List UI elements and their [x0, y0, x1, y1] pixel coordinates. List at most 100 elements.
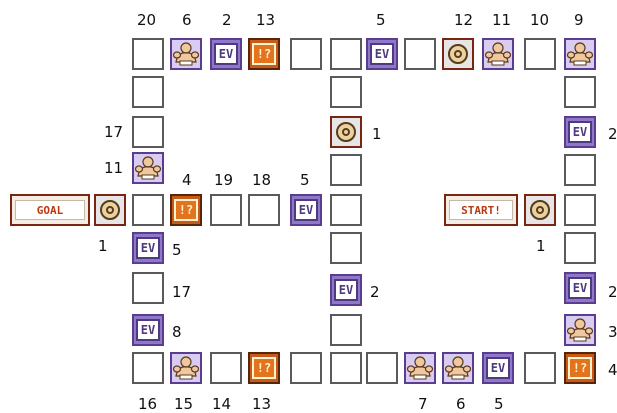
- item-tile: [442, 38, 474, 70]
- medal-icon: [530, 200, 550, 220]
- row-number: 5: [172, 242, 182, 258]
- bottom-number: 6: [456, 396, 466, 412]
- blank-tile: [330, 38, 362, 70]
- mystery-tile: !?: [564, 352, 596, 384]
- bottom-number: 16: [138, 396, 157, 412]
- event-tile: EV: [482, 352, 514, 384]
- start-label: START!: [449, 200, 513, 220]
- top-number: 2: [222, 12, 232, 28]
- blank-tile: [564, 76, 596, 108]
- blank-tile: [330, 352, 362, 384]
- blank-tile: [564, 232, 596, 264]
- bottom-number: 14: [212, 396, 231, 412]
- right-number: 2: [608, 126, 617, 142]
- wrestler-icon: [566, 40, 594, 68]
- fighter-tile: [132, 152, 164, 184]
- event-tile: EV: [290, 194, 322, 226]
- row-number: 19: [214, 172, 233, 188]
- blank-tile: [330, 154, 362, 186]
- blank-tile: [210, 194, 242, 226]
- fighter-tile: [404, 352, 436, 384]
- goal-tile: GOAL: [10, 194, 90, 226]
- wrestler-icon: [444, 354, 472, 382]
- blank-tile: [132, 194, 164, 226]
- blank-tile: [290, 38, 322, 70]
- top-number: 9: [574, 12, 584, 28]
- wrestler-icon: [484, 40, 512, 68]
- wrestler-icon: [134, 154, 162, 182]
- blank-tile: [330, 232, 362, 264]
- medal-icon: [336, 122, 356, 142]
- mystery-tile: !?: [248, 352, 280, 384]
- start-tile: START!: [444, 194, 518, 226]
- item-tile: [94, 194, 126, 226]
- event-label: EV: [136, 319, 160, 341]
- event-label: EV: [136, 237, 160, 259]
- blank-tile: [330, 76, 362, 108]
- left-number: 1: [98, 238, 108, 254]
- blank-tile: [366, 352, 398, 384]
- blank-tile: [564, 154, 596, 186]
- blank-tile: [132, 38, 164, 70]
- blank-tile: [132, 352, 164, 384]
- event-tile: EV: [330, 274, 362, 306]
- blank-tile: [524, 352, 556, 384]
- top-number: 10: [530, 12, 549, 28]
- event-tile: EV: [210, 38, 242, 70]
- fighter-tile: [482, 38, 514, 70]
- top-number: 20: [137, 12, 156, 28]
- fighter-tile: [442, 352, 474, 384]
- event-tile: EV: [132, 232, 164, 264]
- mystery-label: !?: [568, 357, 592, 379]
- right-number: 1: [536, 238, 546, 254]
- medal-icon: [448, 44, 468, 64]
- event-tile: EV: [564, 116, 596, 148]
- item-tile: [524, 194, 556, 226]
- event-tile: EV: [366, 38, 398, 70]
- event-label: EV: [568, 121, 592, 143]
- left-number: 17: [104, 124, 123, 140]
- fighter-tile: [564, 314, 596, 346]
- fighter-tile: [170, 352, 202, 384]
- fighter-tile: [170, 38, 202, 70]
- blank-tile: [404, 38, 436, 70]
- mystery-label: !?: [174, 199, 198, 221]
- wrestler-icon: [172, 354, 200, 382]
- event-label: EV: [370, 43, 394, 65]
- bottom-number: 13: [252, 396, 271, 412]
- item-tile: [330, 116, 362, 148]
- event-tile: EV: [132, 314, 164, 346]
- event-label: EV: [568, 277, 592, 299]
- mystery-label: !?: [252, 43, 276, 65]
- row-number: 5: [300, 172, 310, 188]
- wrestler-icon: [172, 40, 200, 68]
- blank-tile: [330, 314, 362, 346]
- right-number: 3: [608, 324, 617, 340]
- bottom-number: 7: [418, 396, 428, 412]
- event-label: EV: [486, 357, 510, 379]
- blank-tile: [132, 76, 164, 108]
- fighter-tile: [564, 38, 596, 70]
- event-label: EV: [214, 43, 238, 65]
- goal-label: GOAL: [15, 200, 85, 220]
- left-number: 11: [104, 160, 123, 176]
- event-label: EV: [334, 279, 358, 301]
- row-number: 8: [172, 324, 182, 340]
- mystery-label: !?: [252, 357, 276, 379]
- blank-tile: [290, 352, 322, 384]
- wrestler-icon: [406, 354, 434, 382]
- blank-tile: [564, 194, 596, 226]
- blank-tile: [524, 38, 556, 70]
- row-number: 18: [252, 172, 271, 188]
- right-number: 2: [608, 284, 617, 300]
- medal-icon: [100, 200, 120, 220]
- blank-tile: [330, 194, 362, 226]
- blank-tile: [248, 194, 280, 226]
- top-number: 6: [182, 12, 192, 28]
- row-number: 2: [370, 284, 380, 300]
- row-number: 1: [372, 126, 382, 142]
- blank-tile: [132, 272, 164, 304]
- row-number: 4: [182, 172, 192, 188]
- mystery-tile: !?: [170, 194, 202, 226]
